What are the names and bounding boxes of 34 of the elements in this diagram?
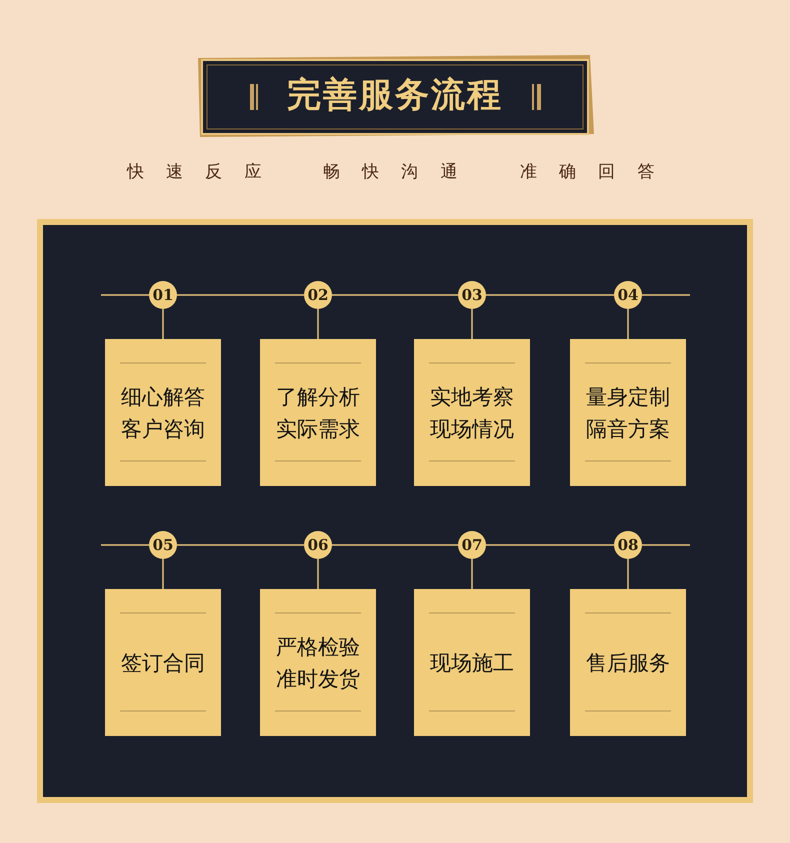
connector-line	[627, 559, 629, 589]
connector-line	[162, 559, 164, 589]
connector-line	[486, 294, 614, 296]
step-text: 签订合同	[120, 650, 206, 676]
step-card	[260, 339, 376, 486]
step-text: 售后服务	[585, 650, 671, 676]
step-text: 细心解答客户咨询	[120, 384, 206, 442]
connector-line	[332, 544, 458, 546]
subtitle-text: 准确回答	[520, 161, 676, 184]
step-text: 现场施工	[429, 650, 515, 676]
step-card	[414, 339, 530, 486]
step-card	[570, 589, 686, 736]
connector-line	[471, 309, 473, 339]
step-card	[570, 339, 686, 486]
connector-line	[627, 309, 629, 339]
connector-line	[162, 309, 164, 339]
title: 完善服务流程	[286, 74, 504, 117]
connector-line	[486, 544, 614, 546]
step-text: 了解分析实际需求	[275, 384, 361, 442]
subtitle-text: 快速反应	[127, 161, 284, 184]
connector-line	[177, 294, 304, 296]
step-text: 实地考察现场情况	[429, 384, 515, 442]
step-card	[105, 339, 221, 486]
subtitle-text: 畅快沟通	[323, 161, 480, 184]
connector-line	[177, 544, 304, 546]
step-text: 严格检验准时发货	[275, 634, 361, 692]
step-card	[105, 589, 221, 736]
step-text: 量身定制隔音方案	[585, 384, 671, 442]
connector-line	[332, 294, 458, 296]
connector-line	[471, 559, 473, 589]
step-card	[414, 589, 530, 736]
step-card	[260, 589, 376, 736]
connector-line	[317, 559, 319, 589]
connector-line	[317, 309, 319, 339]
